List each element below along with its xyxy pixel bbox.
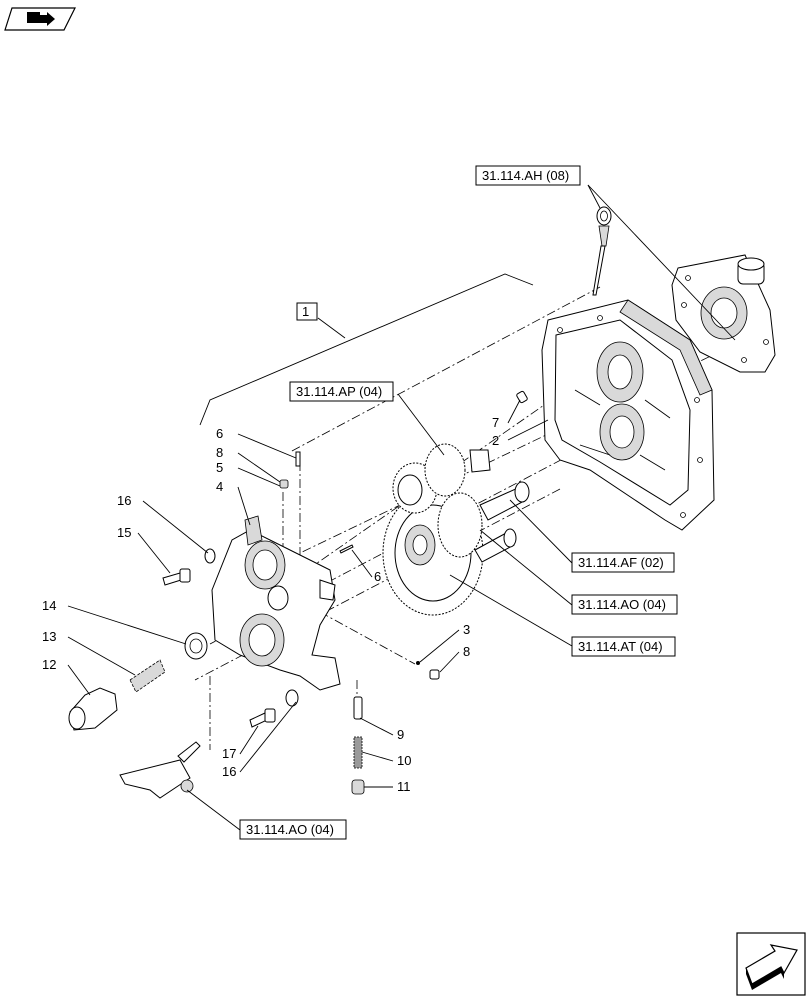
svg-text:31.114.AH (08): 31.114.AH (08) bbox=[482, 168, 569, 183]
group-bracket bbox=[199, 273, 534, 426]
callout-6-mid: 6 bbox=[374, 569, 381, 584]
small-parts bbox=[68, 451, 440, 795]
callout-14: 14 bbox=[42, 598, 56, 613]
callout-16-bottom: 16 bbox=[222, 764, 236, 779]
callout-11: 11 bbox=[397, 779, 411, 794]
svg-text:31.114.AF (02): 31.114.AF (02) bbox=[578, 555, 664, 570]
ref-31-114-ao-right[interactable]: 31.114.AO (04) bbox=[571, 594, 678, 615]
svg-text:31.114.AT (04): 31.114.AT (04) bbox=[578, 639, 663, 654]
callout-8-top: 8 bbox=[216, 445, 223, 460]
rear-cover-part bbox=[671, 254, 776, 373]
callout-16-top: 16 bbox=[117, 493, 131, 508]
callout-12: 12 bbox=[42, 657, 56, 672]
callout-10: 10 bbox=[397, 753, 411, 768]
callout-17: 17 bbox=[222, 746, 236, 761]
callout-3: 3 bbox=[463, 622, 470, 637]
callout-6-top: 6 bbox=[216, 426, 223, 441]
next-page-arrow-icon[interactable] bbox=[736, 932, 806, 996]
svg-text:31.114.AO (04): 31.114.AO (04) bbox=[246, 822, 334, 837]
ref-31-114-ah[interactable]: 31.114.AH (08) bbox=[475, 165, 581, 186]
svg-text:31.114.AP (04): 31.114.AP (04) bbox=[296, 384, 382, 399]
book-arrow-icon[interactable] bbox=[4, 7, 76, 31]
pin-7-part bbox=[516, 390, 528, 404]
gear-cluster-part bbox=[382, 443, 530, 616]
callout-13: 13 bbox=[42, 629, 56, 644]
ref-31-114-at[interactable]: 31.114.AT (04) bbox=[571, 636, 676, 657]
gearbox-housing-part bbox=[541, 299, 715, 531]
shift-lever-part bbox=[119, 741, 201, 799]
callout-9: 9 bbox=[397, 727, 404, 742]
callout-5: 5 bbox=[216, 460, 223, 475]
callout-4: 4 bbox=[216, 479, 223, 494]
ref-31-114-ao-bottom[interactable]: 31.114.AO (04) bbox=[239, 819, 347, 840]
callout-15: 15 bbox=[117, 525, 131, 540]
callout-labels: 6 8 5 4 16 15 14 13 12 6 7 2 3 8 9 10 11… bbox=[42, 415, 499, 794]
ref-31-114-af[interactable]: 31.114.AF (02) bbox=[571, 552, 675, 573]
callout-1-box: 1 bbox=[296, 302, 318, 321]
leader-lines bbox=[67, 184, 736, 831]
svg-text:31.114.AO (04): 31.114.AO (04) bbox=[578, 597, 666, 612]
callout-2: 2 bbox=[492, 433, 499, 448]
callout-8-bottom: 8 bbox=[463, 644, 470, 659]
ref-31-114-ap[interactable]: 31.114.AP (04) bbox=[289, 381, 394, 402]
front-case-part bbox=[211, 515, 341, 691]
dipstick-part bbox=[592, 206, 612, 296]
svg-text:1: 1 bbox=[302, 304, 309, 319]
callout-7: 7 bbox=[492, 415, 499, 430]
